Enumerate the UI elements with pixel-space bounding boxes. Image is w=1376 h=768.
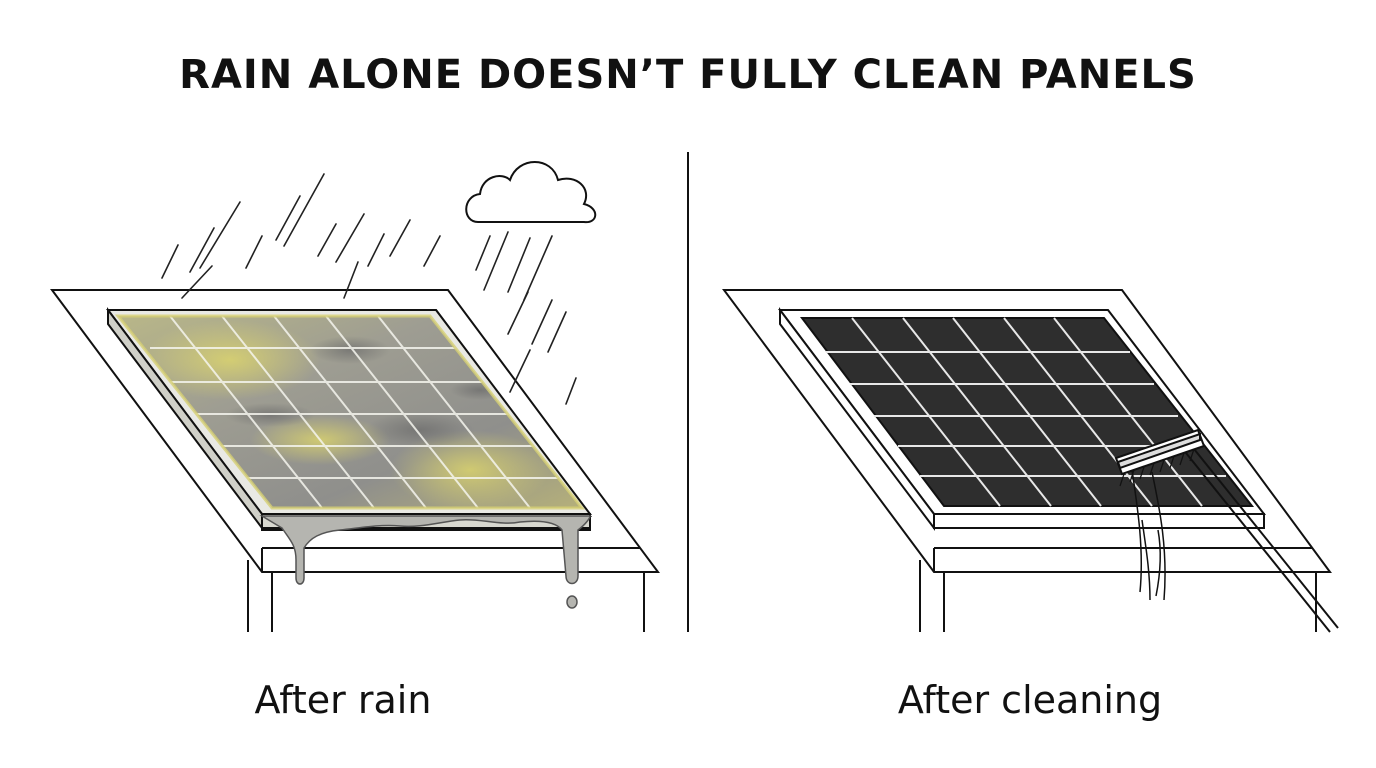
rain-cloud-icon — [465, 161, 597, 224]
water-drips — [259, 515, 591, 609]
page-title: RAIN ALONE DOESN’T FULLY CLEAN PANELS — [179, 52, 1197, 98]
right-scene — [722, 289, 1339, 633]
water-stream — [1131, 469, 1166, 601]
rain-streaks — [161, 173, 577, 405]
caption-after-rain: After rain — [254, 678, 432, 722]
scrub-brush-icon — [1114, 428, 1339, 633]
caption-after-cleaning: After cleaning — [897, 678, 1163, 722]
left-scene — [50, 161, 660, 632]
